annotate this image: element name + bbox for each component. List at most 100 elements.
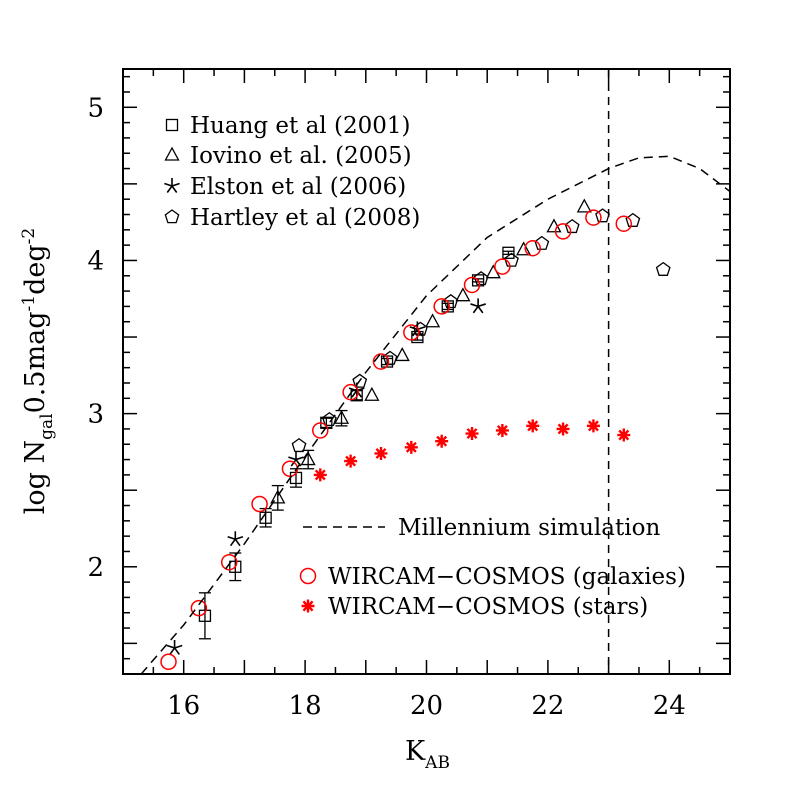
y-axis-label-sup1: -1 [19, 295, 39, 312]
x-axis-label: KAB [405, 736, 450, 773]
legend-label: WIRCAM−COSMOS (galaxies) [328, 564, 686, 590]
y-axis-label-sub: gal [37, 413, 57, 439]
y-axis-label-pre: log N [20, 440, 51, 514]
data-point-square [259, 511, 272, 524]
plot-content [140, 69, 730, 674]
x-tick-label: 16 [167, 691, 200, 721]
svg-text:KAB: KAB [405, 736, 450, 773]
y-tick-label: 4 [87, 246, 104, 276]
millennium-simulation-curve [140, 155, 730, 674]
svg-text:log Ngal0.5mag-1deg-2: log Ngal0.5mag-1deg-2 [19, 228, 57, 514]
data-point-asterisk [526, 419, 540, 433]
data-point-circle [372, 353, 390, 370]
x-axis-label-sub: AB [424, 753, 450, 773]
data-point-asterisk [495, 423, 509, 437]
y-axis-label: log Ngal0.5mag-1deg-2 [19, 228, 57, 514]
x-tick-label: 18 [289, 691, 322, 721]
data-point-circle [312, 422, 329, 439]
data-point-pentagon [352, 373, 368, 388]
legend-label: Elston et al (2006) [190, 174, 406, 200]
legend-label: Millennium simulation [398, 515, 660, 541]
data-point-circle [494, 258, 511, 275]
legend-marker-triangle [164, 146, 180, 161]
data-point-triangle [333, 409, 350, 424]
data-point-triangle [455, 287, 471, 302]
data-point-pentagon [534, 235, 550, 250]
x-tick-label: 24 [653, 691, 686, 721]
data-point-asterisk [556, 422, 570, 436]
legend: Huang et al (2001) Iovino et al. (2005) El… [164, 113, 686, 620]
data-point-circle [403, 324, 420, 341]
data-point-star [470, 298, 486, 314]
data-point-circle [220, 553, 238, 571]
data-point-circle [524, 239, 541, 257]
data-point-triangle [270, 489, 286, 504]
data-point-pentagon [655, 261, 671, 276]
data-point-triangle [394, 347, 410, 362]
data-point-triangle [576, 198, 592, 213]
data-point-circle [251, 495, 268, 513]
data-point-triangle [364, 386, 380, 401]
axis-ticks: 16 18 20 22 24 2 3 4 5 [87, 69, 731, 721]
data-point-pentagon [625, 212, 641, 227]
legend-marker-asterisk [301, 599, 315, 613]
data-point-asterisk [435, 434, 449, 448]
y-tick-label: 2 [87, 553, 104, 583]
data-point-pentagon [291, 437, 307, 453]
data-point-triangle [424, 313, 441, 328]
y-axis-label-sup2: -2 [19, 228, 39, 245]
data-point-triangle [516, 241, 532, 256]
data-point-star [288, 451, 304, 467]
x-tick-label: 22 [531, 691, 564, 721]
data-point-circle [615, 215, 633, 232]
data-point-pentagon [321, 411, 337, 427]
x-tick-label: 20 [410, 691, 443, 721]
series-1 [270, 198, 592, 511]
data-point-circle [463, 276, 481, 294]
legend-marker-square [165, 118, 179, 132]
data-point-square [411, 330, 424, 344]
data-point-asterisk [374, 446, 388, 460]
series-2 [166, 298, 486, 655]
x-axis-label-main: K [405, 736, 426, 767]
data-point-circle [585, 209, 602, 226]
legend-label: Hartley et al (2008) [190, 205, 420, 231]
legend-marker-pentagon [164, 209, 180, 224]
data-point-star [166, 639, 183, 655]
data-point-square [229, 560, 242, 573]
data-point-pentagon [595, 208, 610, 223]
data-point-pentagon [473, 271, 489, 286]
data-point-pentagon [382, 350, 398, 365]
data-point-circle [190, 599, 208, 617]
data-point-asterisk [344, 454, 358, 468]
data-point-pentagon [504, 252, 519, 267]
legend-marker-star [164, 178, 180, 193]
series-6 [140, 155, 730, 674]
data-point-circle [554, 223, 572, 240]
data-point-star [227, 531, 244, 547]
data-point-asterisk [404, 440, 418, 454]
y-tick-label: 5 [87, 93, 104, 123]
data-point-square [471, 274, 485, 287]
legend-label: Huang et al (2001) [190, 113, 410, 139]
data-point-asterisk [586, 419, 600, 433]
series-4 [160, 209, 633, 670]
y-axis-label-mid2: deg [20, 244, 51, 295]
data-point-asterisk [617, 428, 631, 442]
data-point-pentagon [443, 294, 459, 309]
series-3 [291, 208, 671, 453]
legend-marker-circle [299, 567, 317, 585]
data-point-circle [160, 653, 177, 670]
data-point-pentagon [564, 218, 580, 234]
series-5 [313, 419, 631, 482]
legend-label: Iovino et al. (2005) [190, 143, 412, 169]
legend-label: WIRCAM−COSMOS (stars) [328, 594, 648, 620]
y-tick-label: 3 [87, 400, 104, 430]
data-point-asterisk [313, 468, 327, 482]
data-point-asterisk [465, 427, 479, 441]
data-point-circle [342, 383, 359, 401]
y-axis-label-mid: 0.5mag [20, 311, 51, 413]
data-point-circle [433, 298, 450, 315]
